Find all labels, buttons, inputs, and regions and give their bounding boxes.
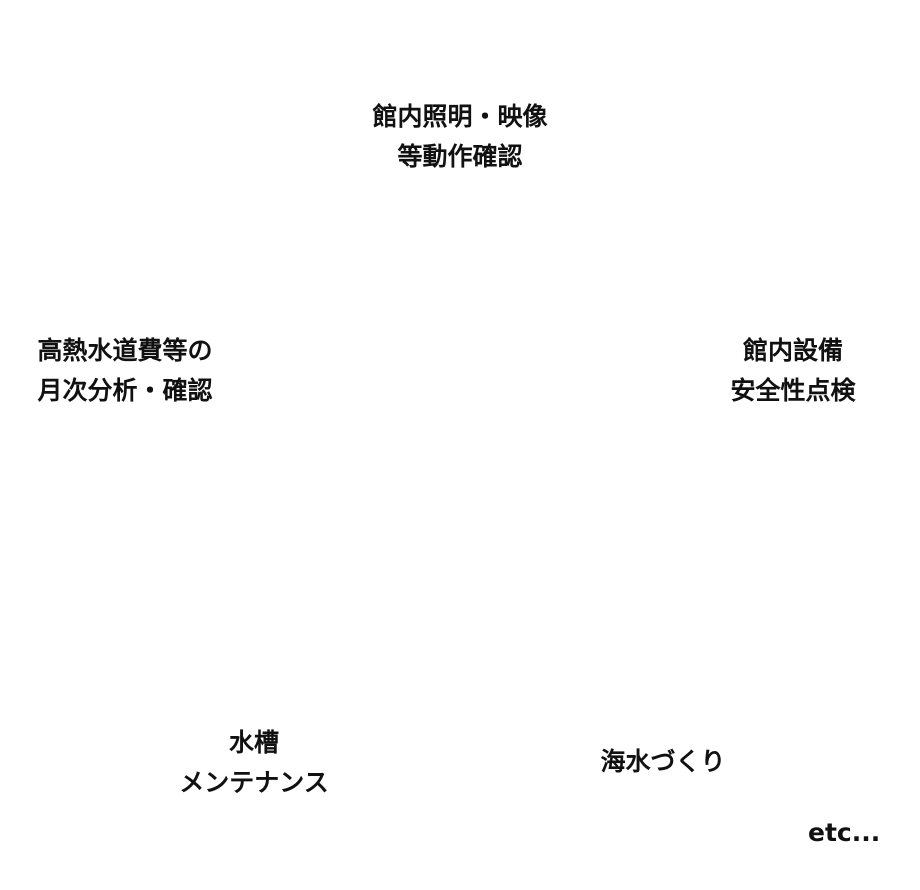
- task-line: 月次分析・確認: [37, 376, 213, 405]
- task-line: 等動作確認: [397, 142, 523, 171]
- task-line: 館内照明・映像: [372, 102, 548, 131]
- task-line: 海水づくり: [600, 747, 726, 776]
- task-line: 安全性点検: [730, 376, 856, 405]
- task-lighting-video-check: 館内照明・映像 等動作確認: [340, 97, 580, 177]
- task-line: 高熱水道費等の: [37, 336, 213, 365]
- task-line: 水槽: [228, 728, 279, 757]
- task-seawater-making: 海水づくり: [573, 742, 753, 782]
- task-utility-cost-analysis: 高熱水道費等の 月次分析・確認: [10, 331, 240, 411]
- etc-label: etc...: [808, 818, 881, 847]
- task-line: メンテナンス: [179, 768, 329, 797]
- task-facility-safety-inspection: 館内設備 安全性点検: [693, 331, 893, 411]
- task-tank-maintenance: 水槽 メンテナンス: [144, 723, 364, 803]
- task-line: 館内設備: [742, 336, 843, 365]
